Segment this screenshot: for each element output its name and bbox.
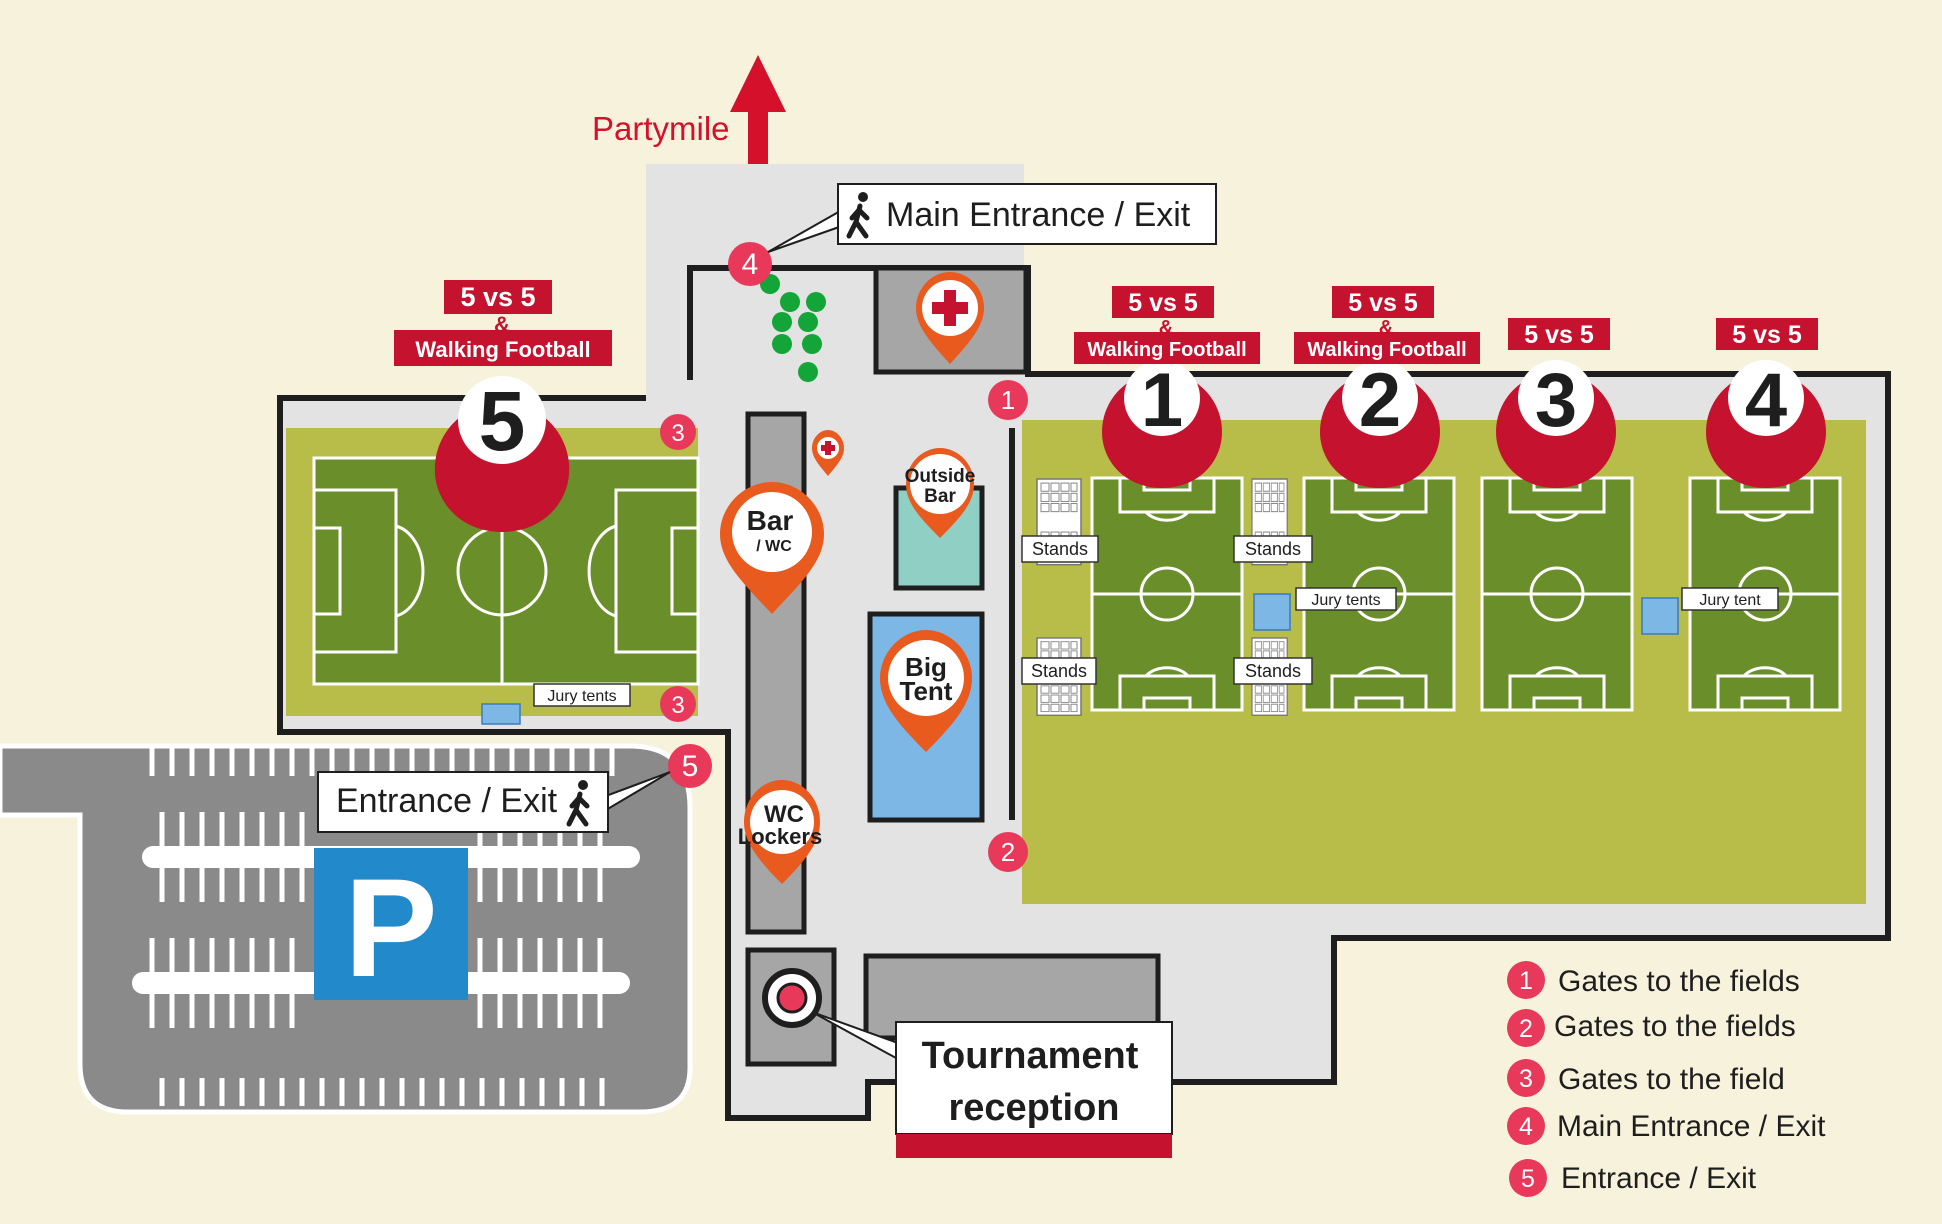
trees xyxy=(760,274,826,382)
gate-4-label: 4 xyxy=(742,248,759,281)
partymile-arrow xyxy=(730,55,786,168)
field-1-sub: Walking Football xyxy=(1087,339,1246,361)
stands-label: Stands xyxy=(1245,539,1301,559)
big-tent-pin xyxy=(880,630,972,752)
bar-wc-pin xyxy=(720,482,824,614)
wc-lockers-pin xyxy=(744,780,820,884)
reception-label-1: Tournament xyxy=(922,1035,1139,1077)
parking-lot: P xyxy=(0,743,693,1115)
jury-tent-box xyxy=(481,703,521,725)
field-4-badge-bg xyxy=(1716,318,1818,350)
big-tent-label-2: Tent xyxy=(900,676,953,706)
main-entrance-callout xyxy=(767,183,1217,253)
legend-marker xyxy=(1507,1009,1545,1047)
outside-bar-label-2: Bar xyxy=(924,486,956,507)
gate-2-label: 2 xyxy=(1001,837,1015,867)
field-5-amp: & xyxy=(494,312,510,337)
field-1-badge: 5 vs 5 xyxy=(1128,289,1198,317)
field-2-sub: Walking Football xyxy=(1307,339,1466,361)
fields-1-4 xyxy=(1022,420,1866,904)
first-aid-pin xyxy=(916,272,984,364)
jury-tents-label: Jury tents xyxy=(547,688,616,705)
gate-3-label: 3 xyxy=(671,692,684,719)
legend-text: Main Entrance / Exit xyxy=(1557,1110,1826,1143)
field-2-pin xyxy=(1320,360,1440,488)
legend-marker xyxy=(1507,1107,1545,1145)
field-1-amp: & xyxy=(1159,317,1173,339)
entrance-label: Entrance / Exit xyxy=(336,782,558,820)
jury-tent-box xyxy=(1641,597,1679,635)
legend-text: Gates to the field xyxy=(1558,1063,1785,1096)
bar-sub-label: / WC xyxy=(756,538,792,555)
gate-markers xyxy=(660,242,1028,872)
outside-bar-pin xyxy=(906,448,974,538)
gate-3-label: 3 xyxy=(671,420,684,447)
reception-target xyxy=(762,968,908,1060)
legend-num: 2 xyxy=(1519,1015,1533,1043)
field-1-badges xyxy=(1074,286,1260,364)
field-3-number: 3 xyxy=(1535,358,1577,443)
field-1-number: 1 xyxy=(1141,358,1183,443)
field-5-badges xyxy=(394,280,612,366)
legend-num: 5 xyxy=(1521,1165,1535,1193)
field-3-pin xyxy=(1496,360,1616,488)
field-5-pin xyxy=(434,376,570,532)
big-tent-label-1: Big xyxy=(905,652,947,682)
field-5-sub: Walking Football xyxy=(415,337,590,362)
gate-1-label: 1 xyxy=(1001,385,1015,415)
wc-label: WC xyxy=(764,801,804,828)
field-5-number: 5 xyxy=(479,374,526,468)
field-2-number: 2 xyxy=(1359,358,1401,443)
field-2-badges xyxy=(1294,286,1480,364)
entrance-callout xyxy=(317,771,671,833)
legend-marker xyxy=(1509,1159,1547,1197)
stands-label: Stands xyxy=(1032,539,1088,559)
bar-label: Bar xyxy=(747,505,794,536)
field-2-badge: 5 vs 5 xyxy=(1348,289,1418,317)
legend-marker xyxy=(1507,961,1545,999)
legend-num: 3 xyxy=(1519,1065,1533,1093)
main-entrance-label: Main Entrance / Exit xyxy=(886,196,1191,234)
legend-text: Entrance / Exit xyxy=(1561,1162,1757,1195)
legend-marker xyxy=(1507,1059,1545,1097)
field-4-number: 4 xyxy=(1745,358,1787,443)
walking-person-icon xyxy=(566,780,590,827)
field-2-amp: & xyxy=(1379,317,1393,339)
reception-label-2: reception xyxy=(948,1087,1119,1129)
legend-num: 4 xyxy=(1519,1113,1533,1141)
field-1-pin xyxy=(1102,360,1222,488)
field-3-badge-bg xyxy=(1508,318,1610,350)
jury-tents-label: Jury tents xyxy=(1311,592,1380,609)
legend-text: Gates to the fields xyxy=(1554,1010,1796,1043)
walking-person-icon xyxy=(846,192,870,239)
jury-labels xyxy=(533,587,1779,707)
stands-label: Stands xyxy=(1245,661,1301,681)
legend-num: 1 xyxy=(1519,967,1533,995)
parking-letter: P xyxy=(344,849,437,1006)
legend-text: Gates to the fields xyxy=(1558,965,1800,998)
jury-tent-box xyxy=(1253,593,1291,631)
field-5-badge: 5 vs 5 xyxy=(460,282,535,312)
reception-callout xyxy=(895,1021,1173,1158)
stands-label: Stands xyxy=(1031,661,1087,681)
field-3-badge: 5 vs 5 xyxy=(1524,321,1594,349)
partymile-label: Partymile xyxy=(592,110,730,147)
outside-bar-label-1: Outside xyxy=(905,466,976,487)
stands-labels xyxy=(1021,535,1313,685)
field-4-pin xyxy=(1706,360,1826,488)
parking-sign xyxy=(314,848,468,1000)
lockers-label: Lockers xyxy=(738,824,822,849)
gate-5-label: 5 xyxy=(682,750,699,783)
field-4-badge: 5 vs 5 xyxy=(1732,321,1802,349)
jury-tent-label: Jury tent xyxy=(1699,592,1761,609)
legend xyxy=(1507,961,1547,1197)
small-first-aid-pin xyxy=(812,430,844,476)
